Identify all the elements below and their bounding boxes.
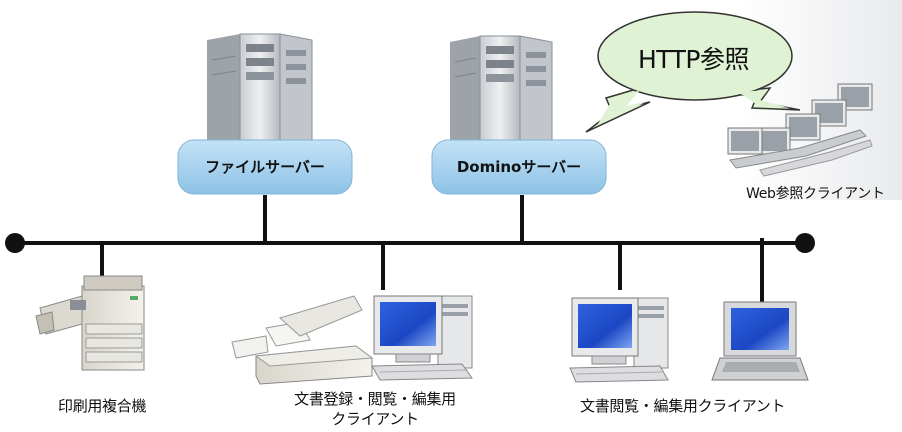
network-bus xyxy=(5,195,815,302)
scan-client-label-line1: 文書登録・閲覧・編集用 xyxy=(294,390,456,408)
desktop-computer-1-icon xyxy=(371,295,473,381)
domino-server-box xyxy=(431,139,607,195)
web-client-label: Web参照クライアント xyxy=(746,186,885,202)
printer-label: 印刷用複合機 xyxy=(58,397,147,415)
edit-client-label: 文書閲覧・編集用クライアント xyxy=(580,397,786,415)
web-client-monitors-icon xyxy=(727,83,873,177)
domino-server-label: Dominoサーバー xyxy=(456,158,582,176)
bus-end-right xyxy=(795,233,815,253)
file-server-label: ファイルサーバー xyxy=(205,158,325,176)
laptop-icon xyxy=(711,301,809,381)
scan-client-label-line2: クライアント xyxy=(331,410,419,428)
file-server-tower-icon xyxy=(207,33,313,151)
http-bubble-label: HTTP参照 xyxy=(638,45,749,74)
printer-icon xyxy=(35,275,145,371)
bus-end-left xyxy=(5,233,25,253)
desktop-computer-2-icon xyxy=(569,297,669,383)
file-server-box xyxy=(177,139,353,195)
scanner-icon xyxy=(231,295,374,385)
domino-server-tower-icon xyxy=(450,35,553,151)
http-bubble xyxy=(585,11,801,133)
